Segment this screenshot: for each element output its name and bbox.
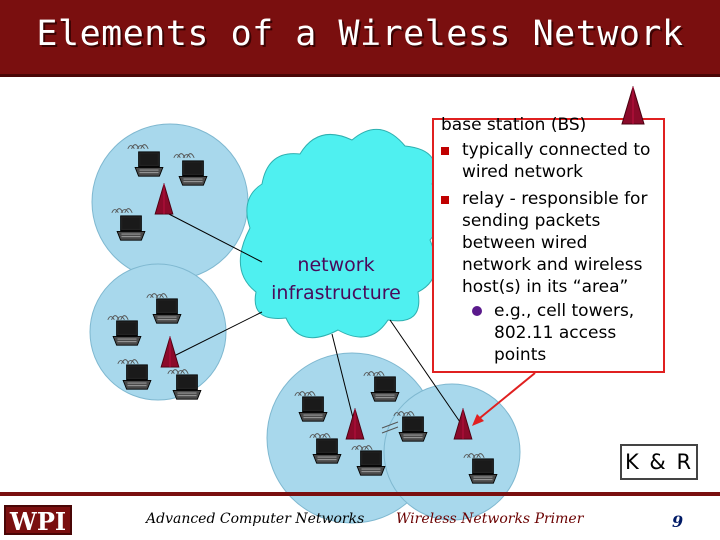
laptop-icon [116,215,146,241]
laptop-icon [398,416,428,442]
coverage-cell [89,263,227,401]
sub-bullet-marker [472,306,482,316]
bullet2-line4: network and wireless [462,255,643,275]
title-bar: Elements of a Wireless Network [0,0,720,77]
laptop-icon [312,438,342,464]
coverage-cell [91,123,249,281]
bullet1-line1: typically connected to [462,140,651,160]
wired-link [164,211,263,263]
laptop-icon [468,458,498,484]
laptop-icon [112,320,142,346]
laptop-icon [122,364,152,390]
cloud-label-line2: infrastructure [271,282,401,304]
sub-bullet-line3: points [494,345,547,365]
base-station-tower-icon [621,86,645,125]
bullet-marker [441,147,449,155]
bullet2-line2: sending packets [462,211,601,231]
footer-divider [0,492,720,496]
kr-badge: K & R [620,444,698,480]
slide-title: Elements of a Wireless Network [36,14,684,54]
laptop-icon [298,396,328,422]
coverage-cell [383,383,521,521]
laptop-icon [134,151,164,177]
laptop-icon [152,298,182,324]
bullet2-line3: between wired [462,233,588,253]
wired-link [331,333,357,431]
sub-bullet-line2: 802.11 access [494,323,617,343]
bullet1-line2: wired network [462,162,583,182]
footer-course: Advanced Computer Networks [146,511,365,527]
laptop-icon [356,450,386,476]
base-station-callout [432,118,665,373]
wpi-logo: WPI [4,505,72,536]
wired-link [169,311,263,359]
bullet2-line1: relay - responsible for [462,189,648,209]
bullet-marker [441,196,449,204]
wired-link [389,319,461,423]
callout-arrow [474,372,536,423]
footer-topic: Wireless Networks Primer [396,511,584,527]
callout-heading: base station (BS) [441,115,587,135]
laptop-icon [178,160,208,186]
network-infrastructure-cloud [239,128,444,339]
laptop-icon [370,376,400,402]
page-number: 9 [672,512,684,531]
cloud-label-line1: network [297,254,374,276]
laptop-icon [172,374,202,400]
bullet2-line5: host(s) in its “area” [462,277,629,297]
sub-bullet-line1: e.g., cell towers, [494,301,635,321]
